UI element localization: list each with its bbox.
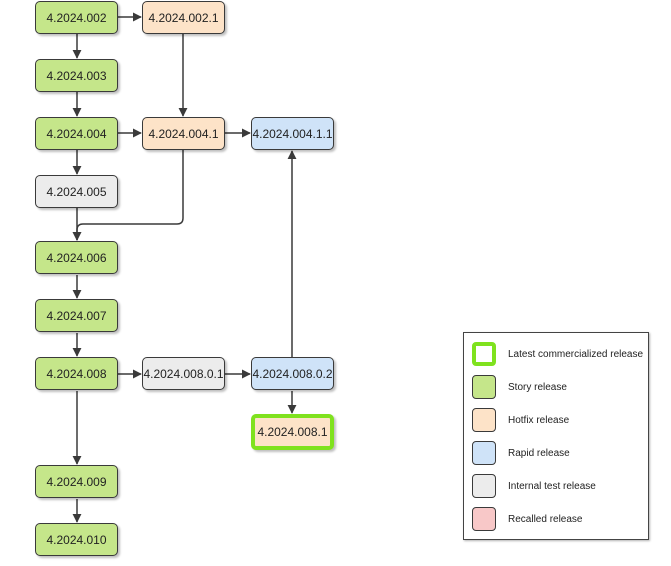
story-swatch (472, 375, 496, 399)
node-4-2024-005: 4.2024.005 (35, 175, 118, 208)
legend-label: Recalled release (508, 513, 583, 525)
node-4-2024-004-1: 4.2024.004.1 (142, 117, 225, 150)
node-4-2024-008-0-1: 4.2024.008.0.1 (142, 357, 225, 390)
legend-item-internal: Internal test release (472, 473, 596, 499)
node-4-2024-007: 4.2024.007 (35, 299, 118, 332)
node-label: 4.2024.003 (46, 68, 107, 83)
legend-item-hotfix: Hotfix release (472, 407, 569, 433)
node-4-2024-002: 4.2024.002 (35, 1, 118, 34)
legend-item-recalled: Recalled release (472, 506, 583, 532)
node-4-2024-008-1: 4.2024.008.1 (251, 414, 334, 450)
node-4-2024-008-0-2: 4.2024.008.0.2 (251, 357, 334, 390)
legend-label: Hotfix release (508, 414, 570, 426)
internal-swatch (472, 474, 496, 498)
node-label: 4.2024.004 (46, 126, 107, 141)
node-label: 4.2024.005 (46, 184, 107, 199)
node-label: 4.2024.002 (46, 10, 107, 25)
edge-004-1-006 (72, 150, 184, 241)
node-label: 4.2024.008.0.2 (252, 366, 333, 381)
legend-label: Story release (508, 381, 567, 393)
node-4-2024-003: 4.2024.003 (35, 59, 118, 92)
legend-label: Rapid release (508, 447, 570, 459)
node-label: 4.2024.008.0.1 (143, 366, 224, 381)
node-4-2024-010: 4.2024.010 (35, 523, 118, 556)
node-label: 4.2024.009 (46, 474, 107, 489)
legend-item-story: Story release (472, 374, 567, 400)
legend: Latest commercialized release Story rele… (463, 332, 649, 540)
rapid-swatch (472, 441, 496, 465)
legend-item-latest: Latest commercialized release (472, 341, 643, 367)
node-label: 4.2024.002.1 (148, 10, 219, 25)
node-label: 4.2024.008 (46, 366, 107, 381)
node-4-2024-004-1-1: 4.2024.004.1.1 (251, 117, 334, 150)
node-4-2024-009: 4.2024.009 (35, 465, 118, 498)
legend-label: Latest commercialized release (508, 348, 644, 360)
recalled-swatch (472, 507, 496, 531)
node-4-2024-002-1: 4.2024.002.1 (142, 1, 225, 34)
legend-item-rapid: Rapid release (472, 440, 570, 466)
node-4-2024-008: 4.2024.008 (35, 357, 118, 390)
legend-label: Internal test release (508, 480, 596, 492)
hotfix-swatch (472, 408, 496, 432)
node-4-2024-004: 4.2024.004 (35, 117, 118, 150)
node-label: 4.2024.007 (46, 308, 107, 323)
node-4-2024-006: 4.2024.006 (35, 241, 118, 274)
node-label: 4.2024.008.1 (257, 425, 328, 439)
latest-swatch (472, 342, 496, 366)
node-label: 4.2024.010 (46, 532, 107, 547)
node-label: 4.2024.004.1 (148, 126, 219, 141)
node-label: 4.2024.004.1.1 (252, 126, 333, 141)
node-label: 4.2024.006 (46, 250, 107, 265)
